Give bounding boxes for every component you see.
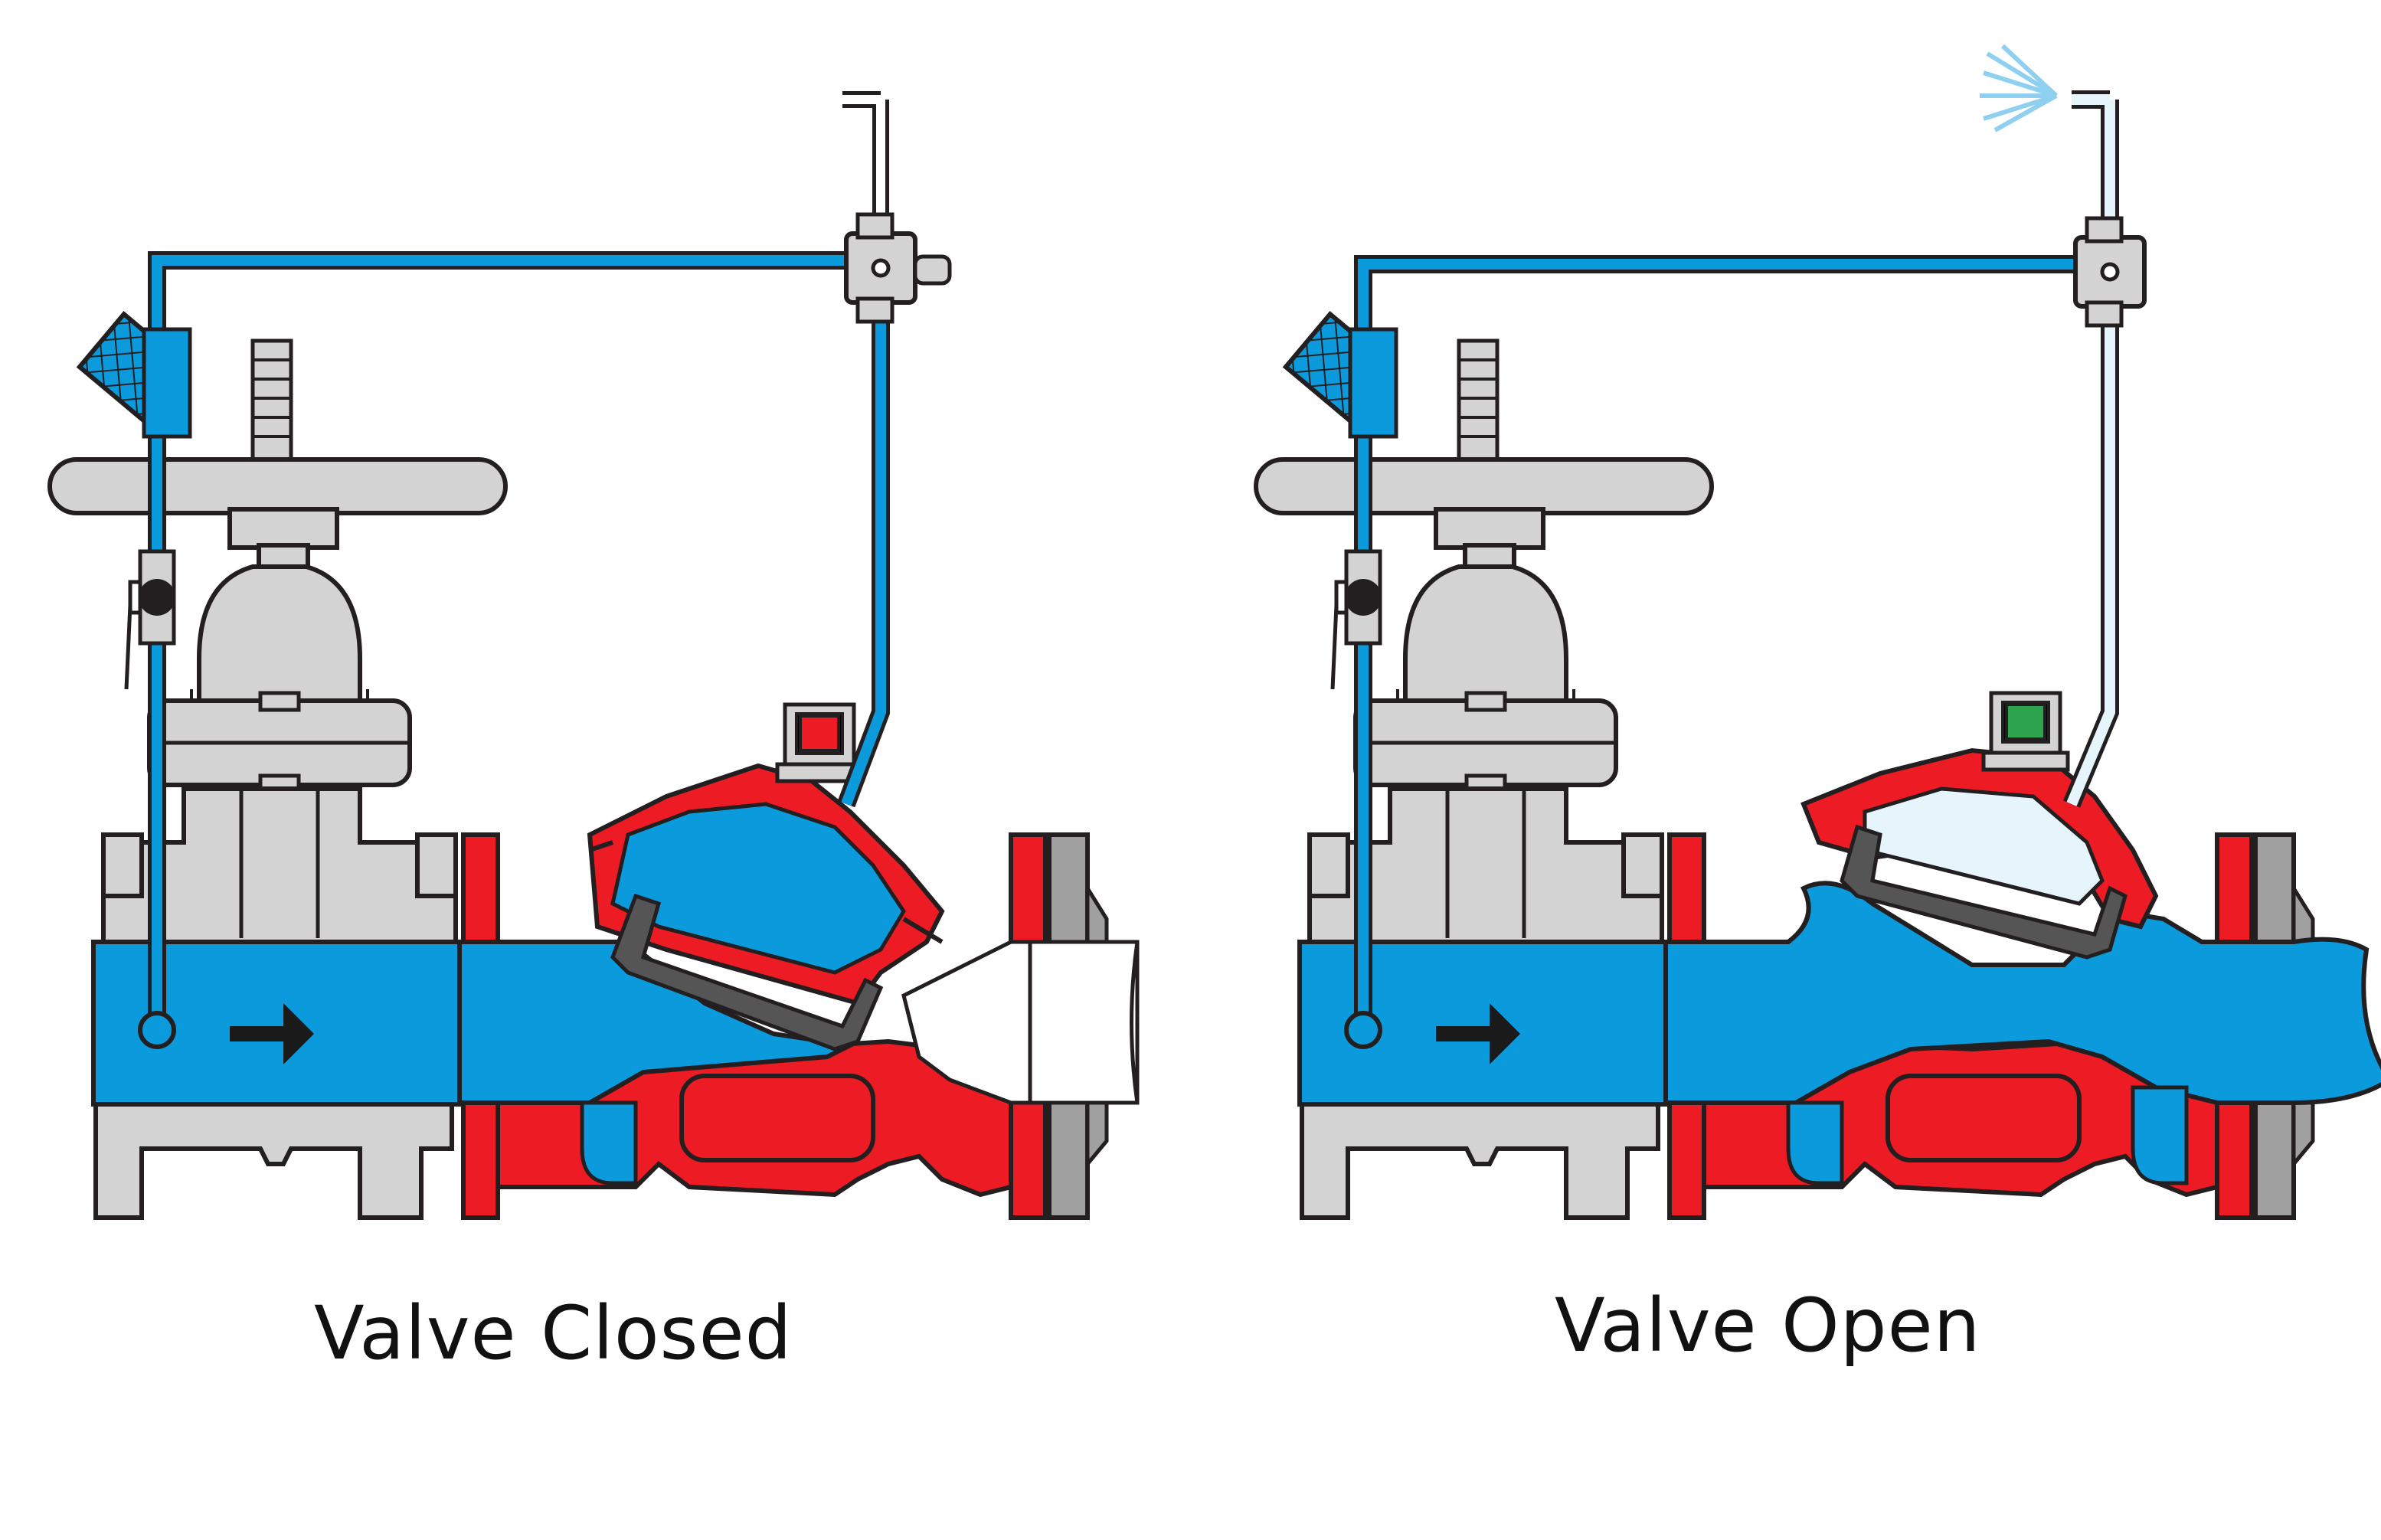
flow-arrow-icon bbox=[1436, 1003, 1520, 1064]
indicator-open bbox=[2005, 703, 2046, 741]
pilot-valve-icon bbox=[2075, 218, 2144, 325]
diaphragm bbox=[610, 893, 884, 1051]
outlet-chamber-empty bbox=[901, 940, 1032, 1105]
indicator-closed bbox=[799, 714, 840, 752]
diaphragm bbox=[1840, 824, 2128, 960]
flow-arrow-icon bbox=[230, 1003, 314, 1064]
pilot-valve-icon bbox=[846, 214, 915, 322]
caption-valve-open: Valve Open bbox=[1555, 1283, 1981, 1368]
gate-valve bbox=[1256, 341, 1712, 1218]
diagram-valve-closed bbox=[50, 91, 1140, 1218]
supply-tubing bbox=[1358, 259, 2110, 1018]
caption-valve-closed: Valve Closed bbox=[314, 1290, 793, 1376]
flow-passage bbox=[1663, 881, 2381, 1105]
diagram-valve-open bbox=[1256, 44, 2381, 1218]
supply-tubing bbox=[152, 255, 881, 1018]
downstream-pipe-empty bbox=[1028, 940, 1140, 1105]
gate-valve bbox=[50, 341, 505, 1218]
spray-icon bbox=[1980, 44, 2059, 132]
control-tubing bbox=[841, 260, 886, 806]
